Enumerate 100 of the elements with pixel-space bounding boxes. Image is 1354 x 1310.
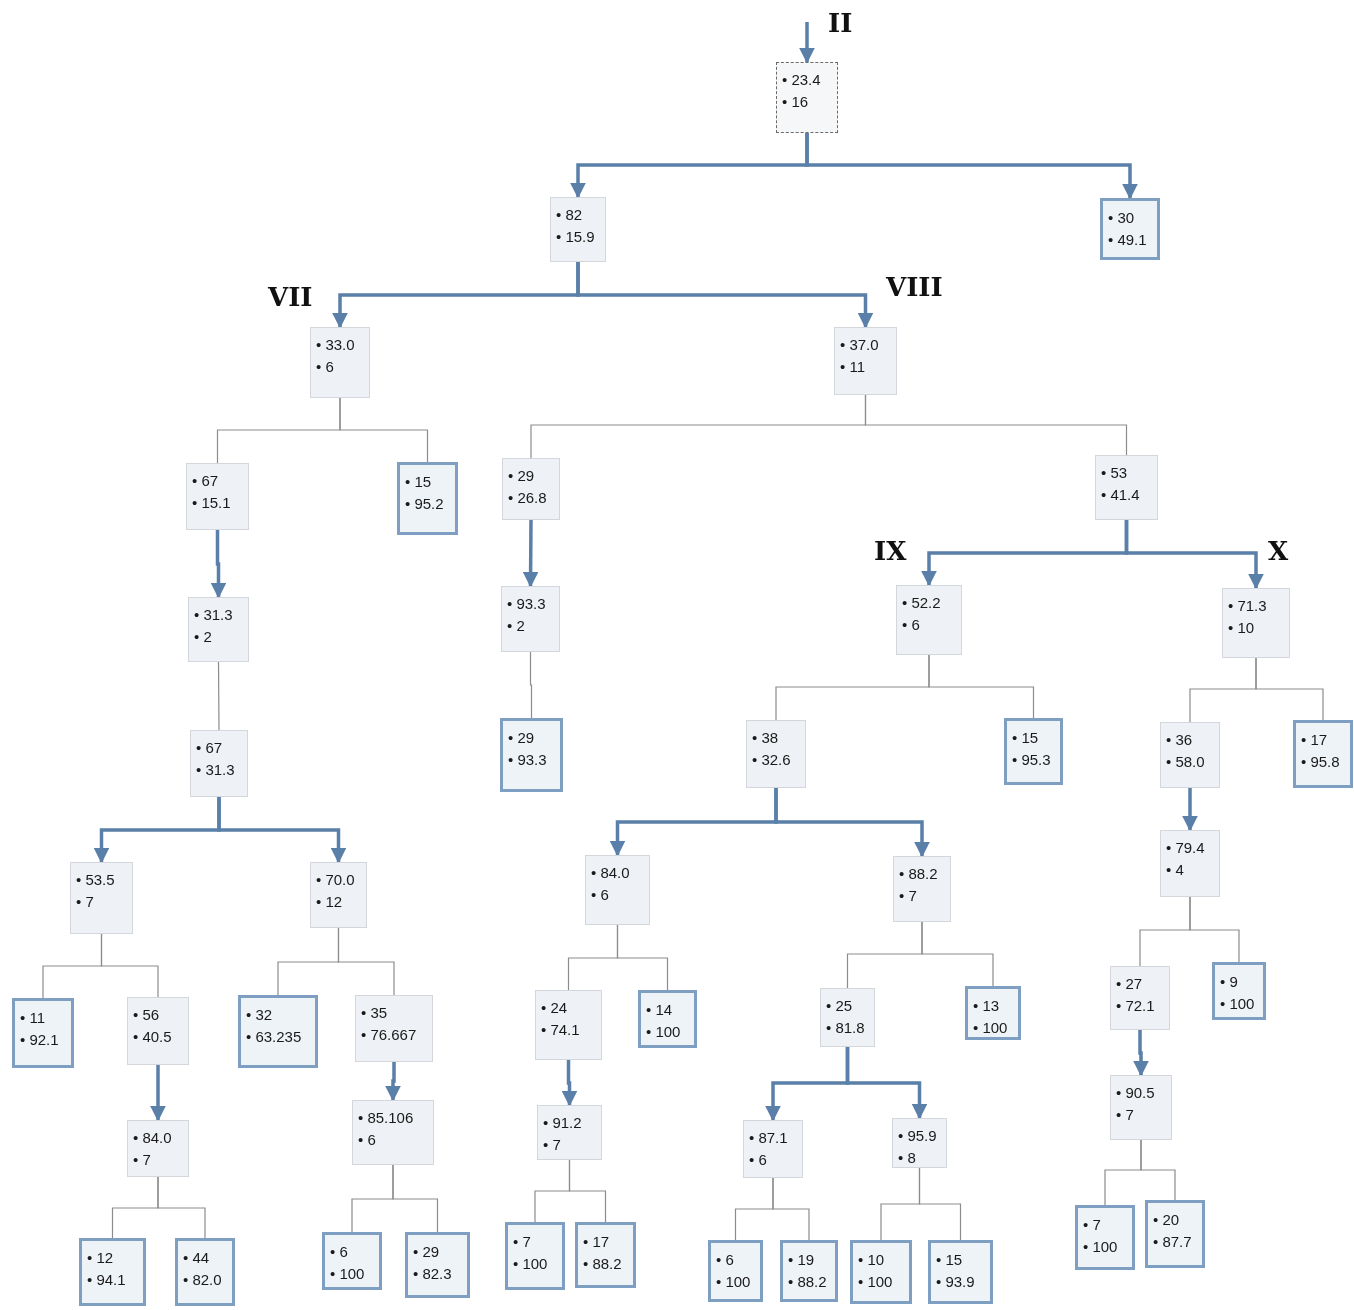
leaf-node-box	[175, 1238, 235, 1306]
value-text: • 25	[826, 996, 854, 1016]
connector-line	[217, 661, 220, 731]
value-text: • 67	[196, 738, 224, 758]
value-text: • 82.3	[413, 1264, 453, 1284]
value-text: • 100	[1220, 994, 1256, 1014]
leaf-node-box	[1212, 962, 1266, 1020]
value-text: • 6	[330, 1242, 349, 1262]
value-text: • 35	[361, 1003, 389, 1023]
value-text: • 95.2	[405, 494, 445, 514]
value-text: • 29	[413, 1242, 441, 1262]
value-text: • 58.0	[1166, 752, 1206, 772]
arrow	[210, 530, 227, 599]
connector-line	[337, 927, 395, 996]
value-text: • 7	[76, 892, 95, 912]
connector-line	[157, 1176, 206, 1239]
value-text: • 26.8	[508, 488, 548, 508]
value-text: • 93.9	[936, 1272, 976, 1292]
value-text: • 100	[513, 1254, 549, 1274]
node-box	[310, 327, 370, 398]
value-text: • 11	[20, 1008, 46, 1028]
value-text: • 88.2	[583, 1254, 623, 1274]
value-text: • 9	[1220, 972, 1239, 992]
value-text: • 32	[246, 1005, 274, 1025]
value-text: • 100	[973, 1018, 1009, 1038]
value-text: • 95.9	[898, 1126, 938, 1146]
branch-label: IX	[874, 536, 907, 566]
leaf-node-box	[928, 1240, 993, 1304]
value-text: • 49.1	[1108, 230, 1148, 250]
value-text: • 53	[1101, 463, 1129, 483]
node-box	[743, 1120, 803, 1178]
value-text: • 12	[87, 1248, 115, 1268]
value-text: • 15	[936, 1250, 964, 1270]
value-text: • 27	[1116, 974, 1144, 994]
node-box	[892, 1118, 947, 1168]
arrow	[805, 133, 1138, 200]
branch-label: VII	[268, 282, 313, 312]
node-box	[310, 862, 367, 928]
leaf-node-box	[850, 1240, 912, 1304]
value-text: • 87.1	[749, 1128, 789, 1148]
value-text: • 7	[133, 1150, 152, 1170]
value-text: • 85.106	[358, 1108, 415, 1128]
value-text: • 53.5	[76, 870, 116, 890]
leaf-node-box	[780, 1240, 838, 1302]
node-box	[893, 856, 951, 922]
value-text: • 63.235	[246, 1027, 303, 1047]
value-text: • 31.3	[196, 760, 236, 780]
value-text: • 7	[513, 1232, 532, 1252]
value-text: • 6	[316, 357, 335, 377]
value-text: • 84.0	[133, 1128, 173, 1148]
value-text: • 93.3	[507, 594, 547, 614]
value-text: • 74.1	[541, 1020, 581, 1040]
value-text: • 4	[1166, 860, 1185, 880]
value-text: • 88.2	[788, 1272, 828, 1292]
value-text: • 38	[752, 728, 780, 748]
leaf-node-box	[1004, 718, 1063, 785]
connector-line	[864, 394, 1128, 456]
value-text: • 29	[508, 466, 536, 486]
value-text: • 94.1	[87, 1270, 127, 1290]
arrow	[522, 520, 539, 588]
node-box	[1110, 966, 1170, 1030]
arrow	[1182, 788, 1198, 832]
value-text: • 91.2	[543, 1113, 583, 1133]
value-text: • 95.8	[1301, 752, 1341, 772]
value-text: • 10	[858, 1250, 886, 1270]
value-text: • 14	[646, 1000, 674, 1020]
node-box	[355, 995, 433, 1062]
value-text: • 15	[1012, 728, 1040, 748]
node-box	[1095, 455, 1158, 520]
leaf-node-box	[1100, 198, 1160, 260]
value-text: • 6	[902, 615, 921, 635]
arrow	[385, 1062, 401, 1102]
value-text: • 15	[405, 472, 433, 492]
value-text: • 82	[556, 205, 584, 225]
value-text: • 88.2	[899, 864, 939, 884]
value-text: • 7	[1083, 1215, 1102, 1235]
value-text: • 20	[1153, 1210, 1181, 1230]
value-text: • 37.0	[840, 335, 880, 355]
value-text: • 15.1	[192, 493, 232, 513]
value-text: • 33.0	[316, 335, 356, 355]
branch-label: X	[1268, 536, 1289, 566]
value-text: • 40.5	[133, 1027, 173, 1047]
value-text: • 30	[1108, 208, 1136, 228]
connector-line	[1255, 657, 1324, 721]
value-text: • 7	[1116, 1105, 1135, 1125]
leaf-node-box	[965, 986, 1021, 1040]
arrow	[217, 797, 347, 864]
leaf-node-box	[405, 1232, 470, 1298]
node-box	[502, 458, 560, 520]
node-box	[896, 585, 962, 655]
connector-line	[928, 654, 1035, 719]
connector-line	[392, 1164, 439, 1233]
node-box	[550, 197, 606, 262]
node-box	[834, 327, 897, 395]
value-text: • 16	[782, 92, 810, 112]
leaf-node-box	[12, 998, 74, 1068]
connector-line	[921, 921, 994, 987]
connector-line	[100, 933, 159, 998]
leaf-node-box	[575, 1222, 636, 1288]
value-text: • 100	[716, 1272, 752, 1292]
